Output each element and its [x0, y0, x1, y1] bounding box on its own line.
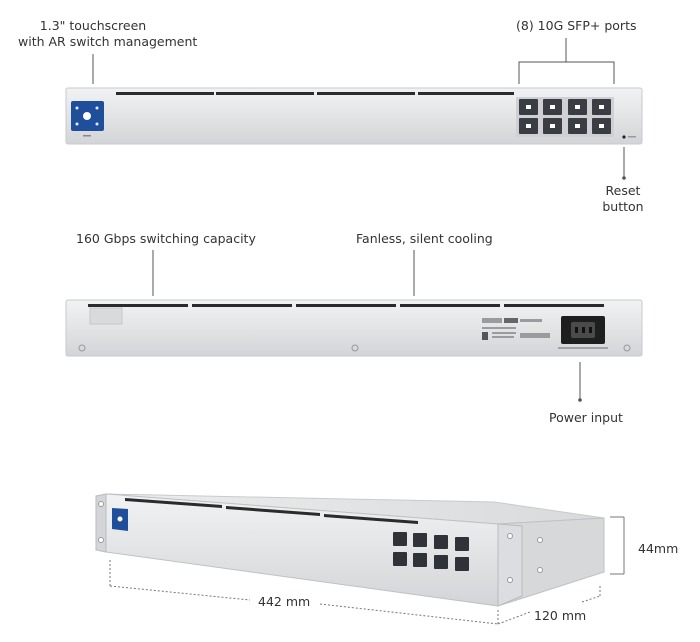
front-view	[65, 87, 643, 145]
width-dimension-label: 442 mm	[258, 594, 311, 609]
reset-label-line1: Reset	[605, 183, 641, 198]
rack-ear-right	[497, 523, 523, 607]
regulatory-marks	[482, 318, 550, 340]
cooling-label: Fanless, silent cooling	[356, 231, 493, 246]
sfp-port-group	[516, 97, 614, 137]
touchscreen-label-line2: with AR switch management	[18, 34, 198, 49]
front-chassis	[65, 87, 643, 145]
ground-screw	[78, 344, 86, 352]
rear-view	[65, 299, 643, 357]
front-vents	[116, 92, 514, 95]
ground-screw	[623, 344, 631, 352]
perspective-view	[95, 493, 605, 607]
perspective-ports	[393, 532, 469, 571]
switching-capacity-label: 160 Gbps switching capacity	[76, 231, 256, 246]
depth-dimension-label: 120 mm	[534, 608, 587, 623]
screen-icon	[83, 112, 91, 120]
reset-label-line2: button	[602, 199, 644, 214]
height-dimension-label: 44mm	[638, 541, 679, 556]
reset-button[interactable]	[622, 135, 626, 139]
front-callout-lines	[92, 38, 625, 178]
touchscreen-label-line1: 1.3" touchscreen	[39, 18, 147, 33]
reset-button-label: Reset button	[598, 183, 648, 215]
touchscreen-label: 1.3" touchscreen with AR switch manageme…	[18, 18, 198, 50]
perspective-vents	[125, 498, 418, 524]
rear-vents	[88, 304, 604, 307]
sfp-ports-label: (8) 10G SFP+ ports	[516, 18, 637, 33]
ground-screw	[351, 344, 359, 352]
rear-callout-lines	[152, 250, 581, 400]
height-dimension-bracket	[610, 516, 625, 575]
power-input-label: Power input	[549, 410, 623, 425]
rear-label-plate	[89, 307, 123, 325]
rack-ear-left	[95, 493, 107, 553]
rear-chassis	[65, 299, 643, 357]
dimension-lines	[109, 560, 601, 625]
